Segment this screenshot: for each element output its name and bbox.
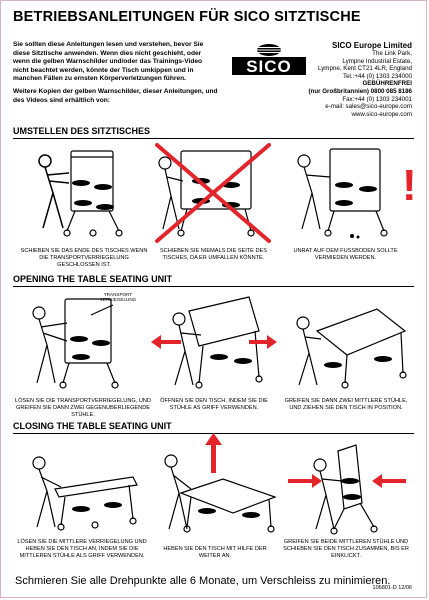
phone: Tel.:+44 (0) 1303 234000 xyxy=(343,72,412,80)
fax: Fax:+44 (0) 1303 234001 xyxy=(342,95,412,103)
caption-release-lock: LÖSEN SIE DIE TRANSPORTVERRIEGELUNG, UND… xyxy=(15,398,151,418)
caption-lift-center: LÖSEN SIE DIE MITTLERE VERRIEGELUNG UND … xyxy=(17,539,147,559)
illustration-raise-table xyxy=(164,433,277,533)
address-line-1: The Link Park, xyxy=(372,50,412,57)
illustration-release-lock xyxy=(32,298,119,389)
warning-exclamation-icon: ! xyxy=(402,161,417,210)
caption-open-table: ÖFFNEN SIE DEN TISCH, INDEM SIE DIE STÜH… xyxy=(160,398,268,411)
sico-logo: SICO xyxy=(232,44,306,76)
caption-floor-debris: UNRAT AUF DEM FUSSBODEN SOLLTE VERMIEDEN… xyxy=(293,248,398,261)
arrow-right-icon xyxy=(249,335,277,349)
caption-push-closed: GREIFEN SIE BEIDE MITTLEREN STÜHLE UND S… xyxy=(283,539,409,559)
section-title-closing: CLOSING THE TABLE SEATING UNIT xyxy=(13,421,172,431)
section-title-moving: UMSTELLEN DES SITZTISCHES xyxy=(13,126,151,136)
illustration-push-side-forbidden xyxy=(155,143,271,243)
illustration-push-closed xyxy=(288,444,406,535)
lubrication-note: Schmieren Sie alle Drehpunkte alle 6 Mon… xyxy=(15,575,391,587)
illustration-push-end xyxy=(38,150,123,237)
logo-text: SICO xyxy=(246,57,292,76)
document-code: 106801-D 12/06 xyxy=(372,585,412,591)
intro-paragraph-2: Weitere Kopien der gelben Warnschilder, … xyxy=(13,87,218,104)
illustration-floor-debris xyxy=(297,148,388,239)
caption-push-side: SCHIEBEN SIE NIEMALS DIE SEITE DES TISCH… xyxy=(160,248,267,261)
contact-address: SICO Europe Limited The Link Park, Lympn… xyxy=(292,41,412,118)
address-line-2: Lympne Industrial Estate, xyxy=(342,57,412,65)
intro-paragraph-1: Sie sollten diese Anleitungen lesen und … xyxy=(13,41,204,83)
illustration-open-table xyxy=(151,296,277,389)
globe-icon xyxy=(257,44,281,56)
arrow-left-icon xyxy=(151,335,181,349)
cross-icon xyxy=(155,143,271,243)
email: e-mail: sales@sico-europe.com xyxy=(325,103,412,111)
website: www.sico-europe.com xyxy=(351,110,412,118)
page-title: BETRIEBSANLEITUNGEN FÜR SICO SITZTISCHE xyxy=(13,9,361,25)
section-title-opening: OPENING THE TABLE SEATING UNIT xyxy=(13,274,173,284)
caption-push-end: SCHIEBEN SIE DAS ENDE DES TISCHES WENN D… xyxy=(20,248,148,268)
caption-pull-position: GREIFEN SIE DANN ZWEI MITTLERE STÜHLE, U… xyxy=(284,398,408,411)
arrow-inward-right-icon xyxy=(288,474,322,488)
section-divider xyxy=(13,138,414,139)
freephone-label: GEBÜHRENFREI xyxy=(362,80,412,88)
arrow-up-icon xyxy=(205,433,222,473)
arrow-inward-left-icon xyxy=(372,474,406,488)
company-name: SICO Europe Limited xyxy=(331,41,412,50)
intro-text: Sie sollten diese Anleitungen lesen und … xyxy=(13,41,218,109)
illustration-pull-position xyxy=(296,308,407,389)
address-line-3: Lympne, Kent CT21 4LR, England xyxy=(317,65,412,73)
illustration-lift-center xyxy=(32,456,138,531)
caption-raise-table: HEBEN SIE DEN TISCH MIT HILFE DER WEITER… xyxy=(163,546,267,559)
freephone-number: (nur Großbritannien) 0800 085 8186 xyxy=(308,87,412,95)
label-transport-lock: TRANSPORT VERRIEGELUNG xyxy=(99,292,137,303)
section-divider xyxy=(13,286,414,287)
